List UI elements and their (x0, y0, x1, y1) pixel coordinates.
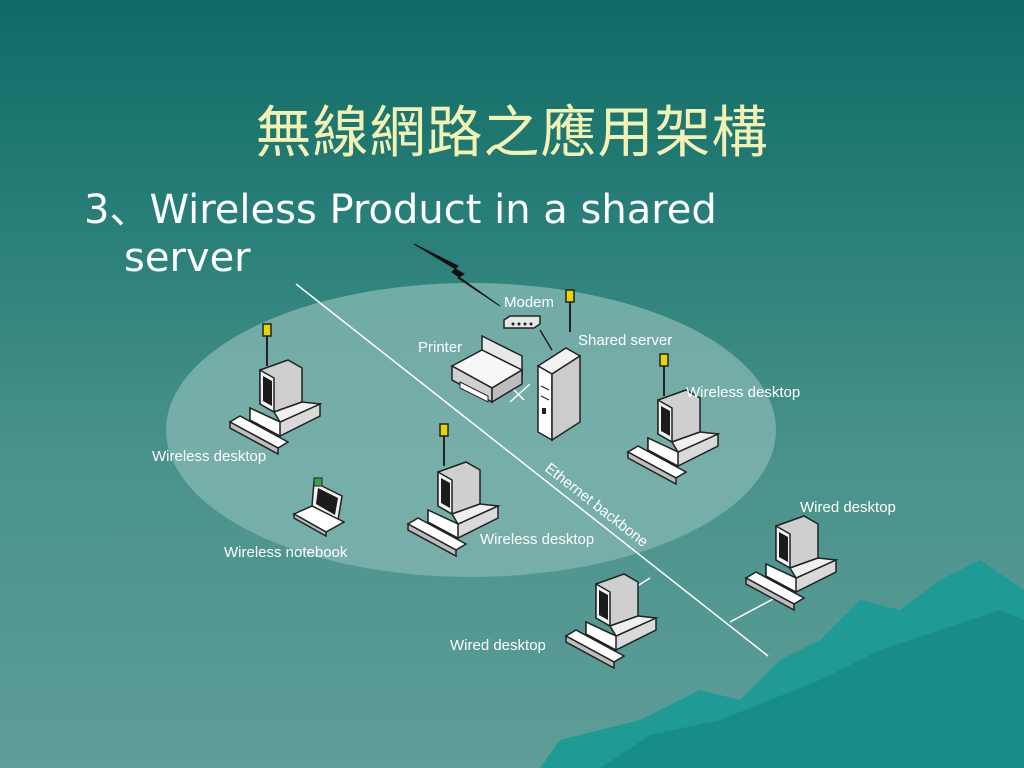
lightning-icon (413, 243, 501, 307)
ethernet-backbone-line (295, 283, 769, 657)
modem-label: Modem (504, 294, 554, 311)
wireless-desktop-center-label: Wireless desktop (480, 531, 594, 548)
notebook-icon (292, 477, 346, 538)
server-icon (536, 338, 582, 442)
bullet-number: 3、 (84, 187, 150, 233)
bullet-line1: Wireless Product in a shared (149, 187, 717, 233)
wired-desktop-right-icon (745, 515, 837, 611)
wired-desktop-right-label: Wired desktop (800, 499, 896, 516)
bullet-line2: server (124, 235, 251, 281)
printer-icon (450, 334, 524, 404)
shared-server-label: Shared server (578, 332, 672, 349)
bullet-text: 3、Wireless Product in a shared server (84, 186, 844, 282)
printer-label: Printer (418, 339, 462, 356)
wireless-notebook-label: Wireless notebook (224, 544, 348, 561)
modem-icon (503, 315, 541, 329)
slide-title: 無線網路之應用架構 (255, 101, 769, 166)
wireless-desktop-right-label: Wireless desktop (686, 384, 800, 401)
wireless-desktop-left-label: Wireless desktop (152, 448, 266, 465)
wired-desktop-bottom-icon (565, 573, 657, 669)
wired-desktop-bottom-label: Wired desktop (450, 637, 546, 654)
